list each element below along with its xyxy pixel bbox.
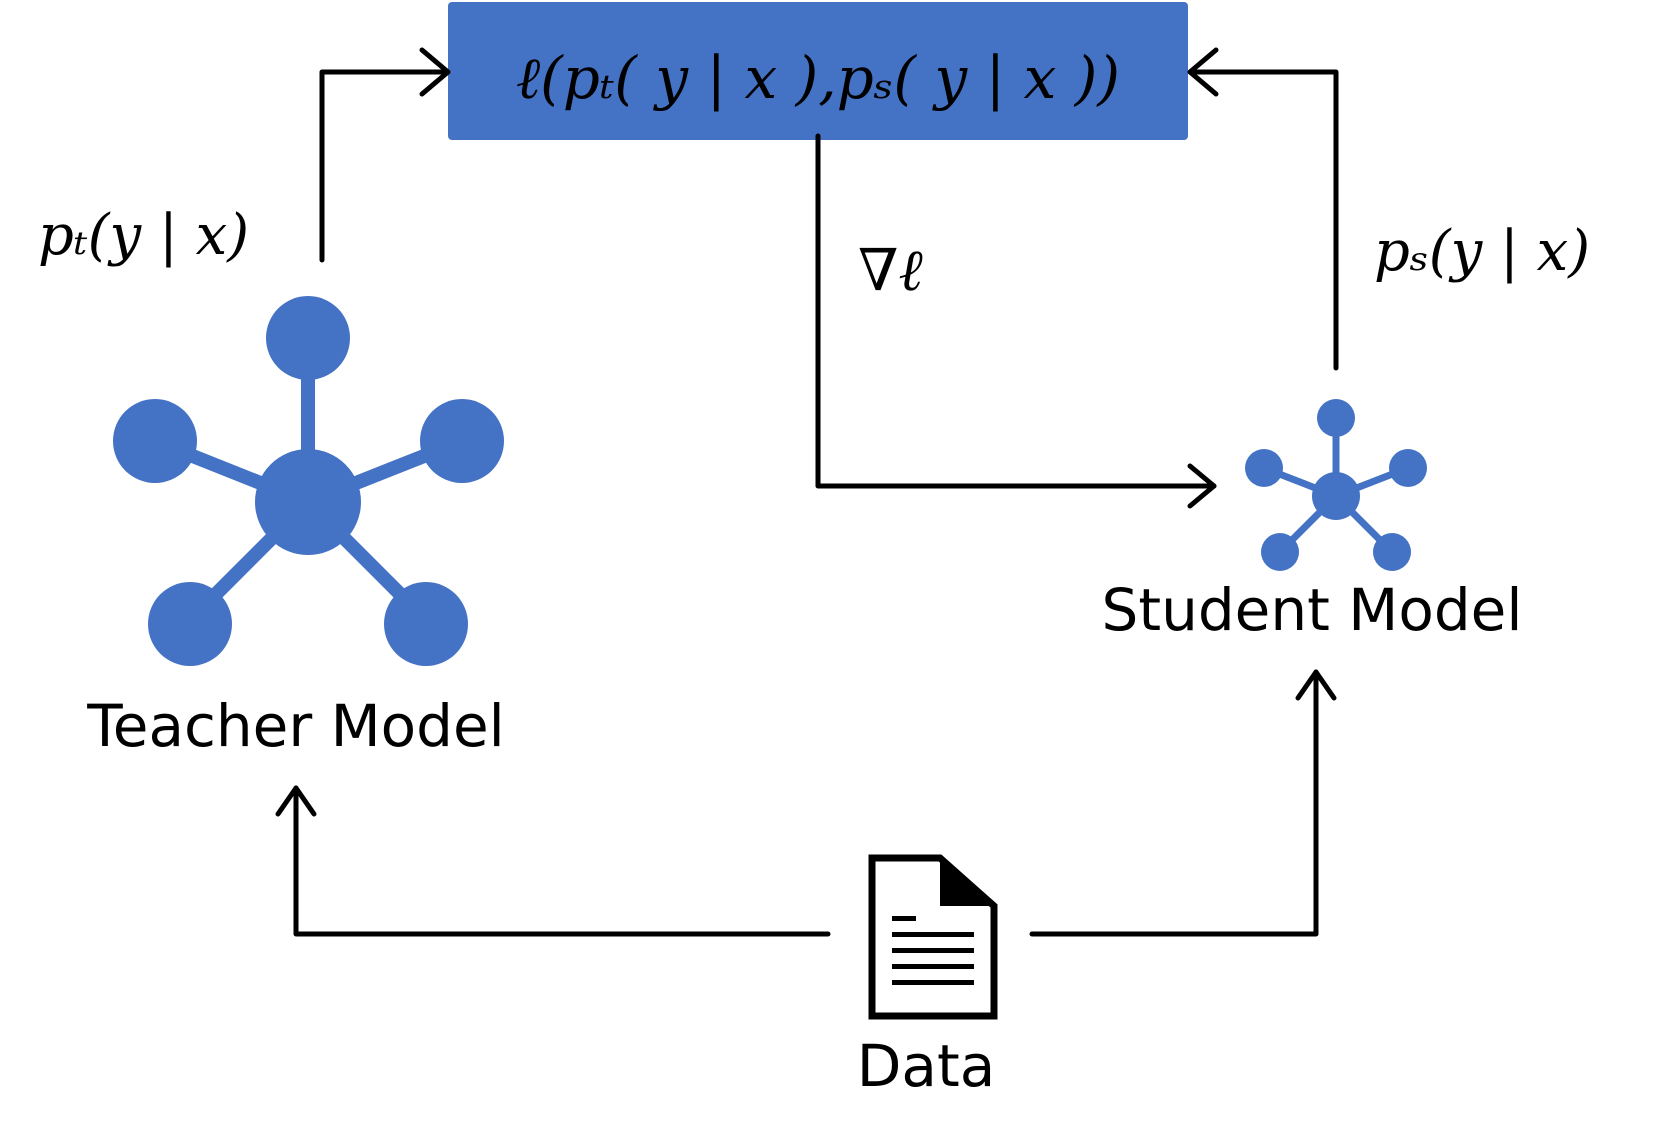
teacher-output-label: pₜ(y | x) xyxy=(38,203,249,268)
student-label: Student Model xyxy=(1102,576,1523,644)
gradient-arrow xyxy=(815,133,1217,509)
loss-expression: ℓ(pₜ( y | x ),pₛ( y | x )) xyxy=(516,44,1120,112)
network-node-icon xyxy=(113,296,504,666)
data-to-teacher-arrow xyxy=(275,785,831,937)
teacher-label: Teacher Model xyxy=(86,692,505,760)
student-output-label: pₛ(y | x) xyxy=(1374,219,1590,284)
gradient-label: ∇ℓ xyxy=(858,236,923,304)
network-node-icon xyxy=(1245,399,1427,571)
data-to-student-arrow xyxy=(1029,669,1337,937)
document-icon xyxy=(868,854,998,1020)
student-to-loss-arrow xyxy=(1187,47,1339,371)
loss-box: ℓ(pₜ( y | x ),pₛ( y | x )) xyxy=(448,2,1188,140)
teacher-to-loss-arrow xyxy=(319,47,451,263)
data-label: Data xyxy=(857,1032,996,1100)
loss-box-background xyxy=(448,2,1188,140)
